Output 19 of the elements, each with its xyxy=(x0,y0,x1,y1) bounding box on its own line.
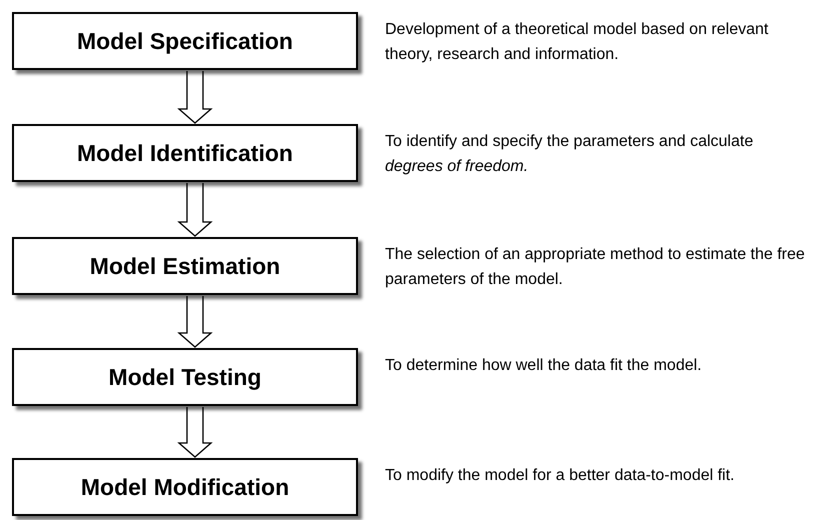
box-title: Model Modification xyxy=(80,472,290,502)
process-box xyxy=(12,124,358,182)
process-box xyxy=(12,348,358,406)
block-arrow xyxy=(177,70,213,124)
step-description: The selection of an appropriate method to estimate the free parameters of the model. xyxy=(385,245,806,290)
process-box xyxy=(12,237,358,295)
process-box xyxy=(12,12,358,70)
step-description: To identify and specify the parameters and calculate degrees of freedom. xyxy=(385,132,754,177)
process-box xyxy=(12,458,358,516)
block-arrow xyxy=(177,182,213,237)
block-arrow xyxy=(177,295,213,348)
box-title: Model Specification xyxy=(77,26,293,56)
block-arrow xyxy=(177,406,213,458)
step-description: To modify the model for a better data-to-model fit. xyxy=(385,466,736,486)
box-title: Model Testing xyxy=(108,362,262,392)
step-description: Development of a theoretical model based on relevant theory, research and information. xyxy=(385,20,770,65)
box-title: Model Estimation xyxy=(90,252,280,281)
step-description: To determine how well the data fit the model. xyxy=(385,356,703,376)
box-title: Model Identification xyxy=(77,138,293,168)
